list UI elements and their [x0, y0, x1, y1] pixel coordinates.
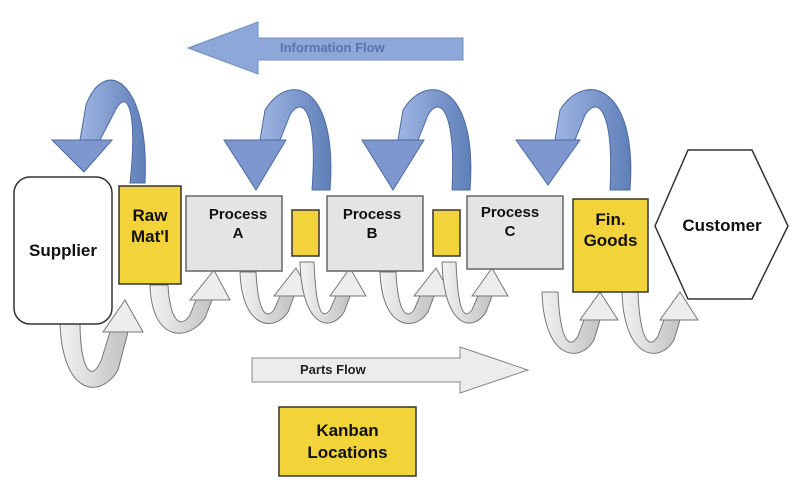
parts-loop-kanban2-to-processc [441, 261, 509, 324]
parts-loop-fingoods-to-customer [621, 291, 699, 354]
info-loop-processc-to-processb [361, 89, 472, 191]
information-flow-label: Information Flow [280, 40, 385, 55]
process-b-label: Process B [342, 206, 402, 242]
information-flow-arrow [186, 21, 464, 75]
supplier-label: Supplier [28, 240, 97, 260]
customer-hexagon [654, 149, 789, 300]
process-a-box [185, 195, 283, 272]
info-loop-fingoods-to-processc [515, 89, 632, 191]
parts-loop-kanban1-to-processb [299, 261, 367, 324]
kanban-square-2 [432, 209, 461, 257]
supplier-box [13, 176, 113, 325]
parts-loop-supplier-to-raw [59, 299, 144, 388]
process-b-box [326, 195, 424, 272]
process-c-box [466, 195, 564, 270]
finished-goods-label: Fin. Goods [583, 209, 638, 250]
raw-material-kanban [118, 185, 182, 285]
parts-flow-label: Parts Flow [300, 362, 366, 377]
parts-loop-raw-to-processa [149, 269, 231, 334]
parts-loop-processb-to-kanban2 [379, 267, 453, 324]
kanban-legend-label: Kanban Locations [307, 421, 388, 462]
process-a-label: Process A [208, 206, 268, 242]
kanban-square-1 [291, 209, 320, 257]
info-loop-raw-to-supplier [50, 79, 146, 184]
process-c-label: Process C [480, 204, 540, 240]
raw-material-label: Raw Mat'l [130, 205, 170, 246]
finished-goods-kanban [572, 198, 649, 293]
kanban-legend-box [278, 406, 417, 477]
parts-loop-processc-to-fingoods [541, 291, 619, 354]
parts-flow-arrow [251, 346, 530, 394]
info-loop-processb-to-processa [223, 89, 332, 191]
customer-label: Customer [682, 216, 762, 236]
